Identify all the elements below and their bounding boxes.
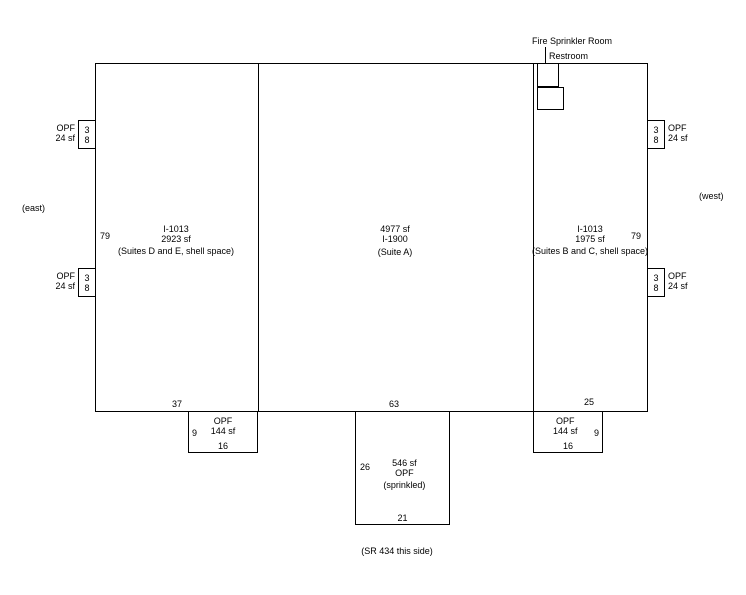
suite-right-area: 1975 sf (575, 234, 605, 244)
opf-label: OPF (213, 416, 233, 426)
opf-label: OPF (56, 123, 75, 133)
sr-434-label: (SR 434 this side) (361, 546, 433, 556)
suite-right-code: I-1013 (577, 224, 603, 234)
opf-area: 24 sf (55, 281, 75, 291)
suite-middle-label: 4977 sf I-1900 (Suite A) (378, 224, 413, 257)
opf-rear-right-box: 9 OPF 144 sf 16 (533, 411, 603, 453)
opf-rear-left-box: 9 OPF 144 sf 16 (188, 411, 258, 453)
opf-area: 24 sf (668, 133, 688, 143)
suite-left-name: (Suites D and E, shell space) (117, 246, 235, 256)
suite-middle-area: 4977 sf (380, 224, 410, 234)
opf-width-dim: 3 (653, 272, 659, 283)
opf-box-right-bottom: 3 8 (647, 268, 665, 297)
opf-label: OPF (56, 271, 75, 281)
restroom-label: Restroom (549, 51, 589, 61)
suite-middle-code: I-1900 (382, 234, 408, 244)
suite-left-code: I-1013 (163, 224, 189, 234)
opf-front-width-dim: 21 (397, 513, 408, 523)
opf-label: OPF (668, 123, 687, 133)
opf-rear-width-dim: 16 (562, 441, 574, 451)
opf-label: OPF (395, 468, 414, 478)
suite-right-name: (Suites B and C, shell space) (531, 246, 649, 256)
opf-height-dim: 8 (653, 282, 659, 293)
fire-sprinkler-room-label: Fire Sprinkler Room (532, 36, 613, 46)
opf-rear-height-dim: 9 (192, 428, 198, 438)
opf-width-dim: 3 (653, 124, 659, 135)
opf-rear-width-dim: 16 (217, 441, 229, 451)
opf-area: 546 sf (392, 458, 417, 468)
opf-rear-right-label: OPF 144 sf (553, 416, 578, 436)
opf-area: 144 sf (210, 426, 236, 436)
opf-label: OPF (556, 416, 575, 426)
opf-front-box: 26 546 sf OPF (sprinkled) 21 (355, 411, 450, 525)
wall-right-divider (533, 63, 534, 412)
opf-box-left-bottom: 3 8 (78, 268, 96, 297)
opf-area: 24 sf (668, 281, 688, 291)
dim-left-wall: 79 (100, 231, 111, 241)
opf-box-left-top: 3 8 (78, 120, 96, 149)
opf-right-bottom-label: OPF 24 sf (668, 271, 688, 291)
opf-note: (sprinkled) (383, 480, 426, 490)
opf-front-height-dim: 26 (360, 462, 371, 472)
opf-left-top-label: OPF 24 sf (45, 123, 75, 143)
opf-label: OPF (668, 271, 687, 281)
opf-width-dim: 3 (84, 124, 90, 135)
suite-right-label: I-1013 1975 sf (Suites B and C, shell sp… (532, 224, 648, 256)
fire-sprinkler-room-box (537, 63, 559, 87)
opf-area: 24 sf (55, 133, 75, 143)
east-label: (east) (22, 203, 46, 213)
opf-area: 144 sf (553, 426, 578, 436)
restroom-box (537, 87, 564, 110)
dim-bottom-right: 25 (583, 397, 595, 407)
opf-width-dim: 3 (84, 272, 90, 283)
opf-box-right-top: 3 8 (647, 120, 665, 149)
suite-left-area: 2923 sf (161, 234, 191, 244)
opf-height-dim: 8 (84, 134, 90, 145)
dim-bottom-left: 37 (171, 399, 183, 409)
wall-left-divider (258, 63, 259, 412)
suite-left-label: I-1013 2923 sf (Suites D and E, shell sp… (118, 224, 234, 256)
opf-rear-left-label: OPF 144 sf (211, 416, 236, 436)
opf-left-bottom-label: OPF 24 sf (45, 271, 75, 291)
opf-right-top-label: OPF 24 sf (668, 123, 688, 143)
opf-rear-height-dim: 9 (593, 428, 599, 438)
dim-bottom-center: 63 (388, 399, 400, 409)
suite-middle-name: (Suite A) (377, 247, 413, 257)
opf-height-dim: 8 (84, 282, 90, 293)
dim-right-wall: 79 (631, 231, 642, 241)
opf-front-label: 546 sf OPF (sprinkled) (383, 458, 425, 490)
west-label: (west) (699, 191, 724, 201)
opf-height-dim: 8 (653, 134, 659, 145)
